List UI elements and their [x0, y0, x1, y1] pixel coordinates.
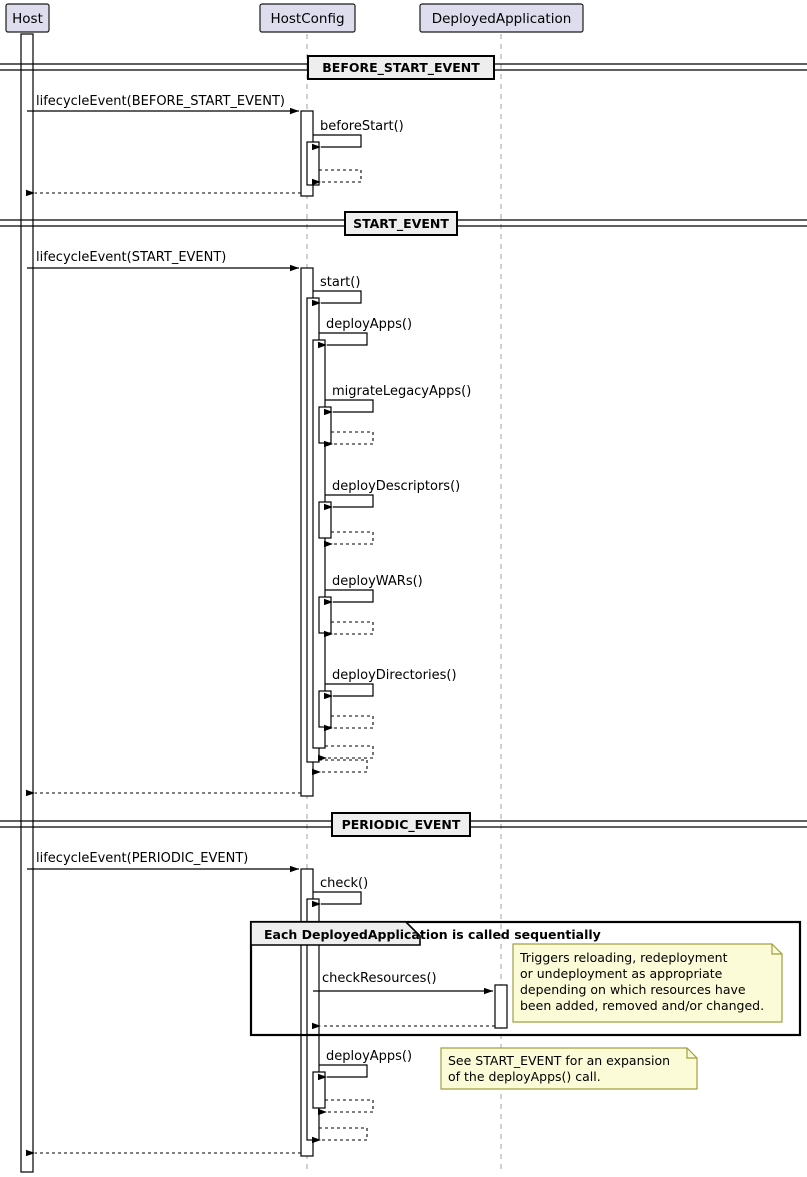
divider-label: PERIODIC_EVENT: [342, 817, 461, 833]
message-migratelegacyapps-self-return: [324, 431, 374, 448]
message-label: deployWARs(): [332, 574, 423, 589]
message-arrow: [312, 1127, 368, 1144]
message-start-self-call: start(): [312, 275, 362, 307]
divider-periodic-event: PERIODIC_EVENT: [0, 812, 807, 837]
activation-hostconfig-migratelegacyapps: [318, 406, 332, 444]
participant-label: Host: [12, 11, 43, 27]
message-label: beforeStart(): [320, 119, 404, 134]
message-arrow: [312, 134, 362, 151]
participant-deployedapplication[interactable]: DeployedApplication: [419, 3, 584, 33]
activation-deployedapplication: [494, 984, 508, 1029]
fragment-loop-each-deployed-application: Each DeployedApplication is called seque…: [249, 920, 802, 1037]
message-deployapps-self-call-start: deployApps(): [318, 317, 412, 349]
divider-box: [344, 211, 458, 236]
activation-hostconfig-deploydescriptors: [318, 501, 332, 539]
activation-hostconfig-deploywars: [318, 596, 332, 634]
message-deployapps-return-start: [318, 745, 374, 762]
note-line: or undeployment as appropriate: [520, 966, 723, 981]
activation-hostconfig-deploydirectories: [318, 690, 332, 728]
message-label: checkResources(): [322, 971, 437, 986]
message-checkresources: checkResources(): [313, 971, 493, 995]
note-line: been added, removed and/or changed.: [520, 998, 764, 1013]
message-deploydescriptors-self-return: [324, 531, 374, 548]
message-lifecycleevent-before-start-event: lifecycleEvent(BEFORE_START_EVENT): [27, 94, 299, 115]
message-deploywars-self-call: deployWARs(): [324, 574, 423, 606]
message-arrow: [324, 589, 374, 606]
message-check-self-call: check(): [312, 876, 368, 908]
message-lifecycleevent-periodic-event: lifecycleEvent(PERIODIC_EVENT): [27, 851, 299, 873]
activation-host: [20, 33, 34, 1173]
message-label: check(): [320, 876, 368, 891]
message-label: lifecycleEvent(START_EVENT): [36, 250, 226, 265]
message-migratelegacyapps-self-call: migrateLegacyApps(): [324, 384, 471, 416]
participant-label: HostConfig: [270, 11, 344, 27]
message-lifecycleevent-start-event: lifecycleEvent(START_EVENT): [27, 250, 299, 272]
divider-before-start-event: BEFORE_START_EVENT: [0, 55, 807, 80]
message-label: lifecycleEvent(BEFORE_START_EVENT): [36, 94, 285, 109]
message-arrow: [318, 332, 368, 349]
participant-box[interactable]: [5, 3, 50, 33]
fragment-label: Each DeployedApplication is called seque…: [264, 927, 601, 942]
divider-label: BEFORE_START_EVENT: [322, 60, 480, 76]
note-deploy-apps: See START_EVENT for an expansion of the …: [440, 1047, 698, 1090]
message-label: deployDirectories(): [332, 668, 457, 683]
note-body: [512, 943, 783, 1023]
message-arrow: [312, 169, 362, 186]
divider-box: [331, 812, 471, 837]
fragment-header-tab: [250, 921, 421, 946]
participant-hostconfig[interactable]: HostConfig: [259, 3, 356, 33]
message-label: migrateLegacyApps(): [332, 384, 471, 399]
message-deploywars-self-return: [324, 621, 374, 638]
message-arrow: [312, 759, 368, 776]
message-label: lifecycleEvent(PERIODIC_EVENT): [36, 851, 248, 866]
message-beforestart-self-call: beforeStart(): [312, 119, 404, 151]
participant-box[interactable]: [259, 3, 356, 33]
message-deploydirectories-self-return: [324, 715, 374, 732]
activation-hostconfig-deployapps-periodic: [312, 1071, 326, 1109]
note-line: of the deployApps() call.: [448, 1069, 601, 1084]
activation-hostconfig-before-start-nested: [306, 141, 320, 186]
note-body: [440, 1047, 698, 1090]
message-deploydirectories-self-call: deployDirectories(): [324, 668, 457, 700]
message-arrow: [324, 494, 374, 511]
message-label: deployDescriptors(): [332, 479, 460, 494]
note-line: depending on which resources have: [520, 982, 746, 997]
message-deployapps-self-call-periodic: deployApps(): [318, 1049, 412, 1081]
divider-start-event: START_EVENT: [0, 211, 807, 236]
divider-box: [307, 55, 495, 80]
message-arrow: [324, 399, 374, 416]
message-arrow: [324, 431, 374, 448]
message-arrow: [324, 683, 374, 700]
message-arrow: [324, 621, 374, 638]
message-label: start(): [320, 275, 360, 290]
message-arrow: [318, 1099, 374, 1116]
divider-label: START_EVENT: [353, 216, 449, 232]
note-check-resources: Triggers reloading, redeployment or unde…: [512, 943, 783, 1023]
message-start-return: [312, 759, 368, 776]
note-line: See START_EVENT for an expansion: [448, 1053, 670, 1068]
message-arrow: [324, 531, 374, 548]
participant-label: DeployedApplication: [432, 11, 572, 27]
message-check-self-return-periodic: [312, 1127, 368, 1144]
activation-hostconfig-start-l3: [312, 339, 326, 749]
message-beforestart-self-return: [312, 169, 362, 186]
participant-box[interactable]: [419, 3, 584, 33]
fragment-border: [249, 920, 802, 1037]
message-label: deployApps(): [326, 1049, 412, 1064]
note-fold: [771, 944, 782, 955]
message-deployapps-self-return-periodic: [318, 1099, 374, 1116]
participant-host[interactable]: Host: [5, 3, 50, 33]
message-arrow: [318, 745, 374, 762]
message-deploydescriptors-self-call: deployDescriptors(): [324, 479, 460, 511]
message-label: deployApps(): [326, 317, 412, 332]
message-arrow: [312, 290, 362, 307]
message-arrow: [324, 715, 374, 732]
message-arrow: [318, 1064, 368, 1081]
note-line: Triggers reloading, redeployment: [519, 950, 728, 965]
note-fold: [686, 1048, 697, 1059]
message-arrow: [312, 891, 362, 908]
